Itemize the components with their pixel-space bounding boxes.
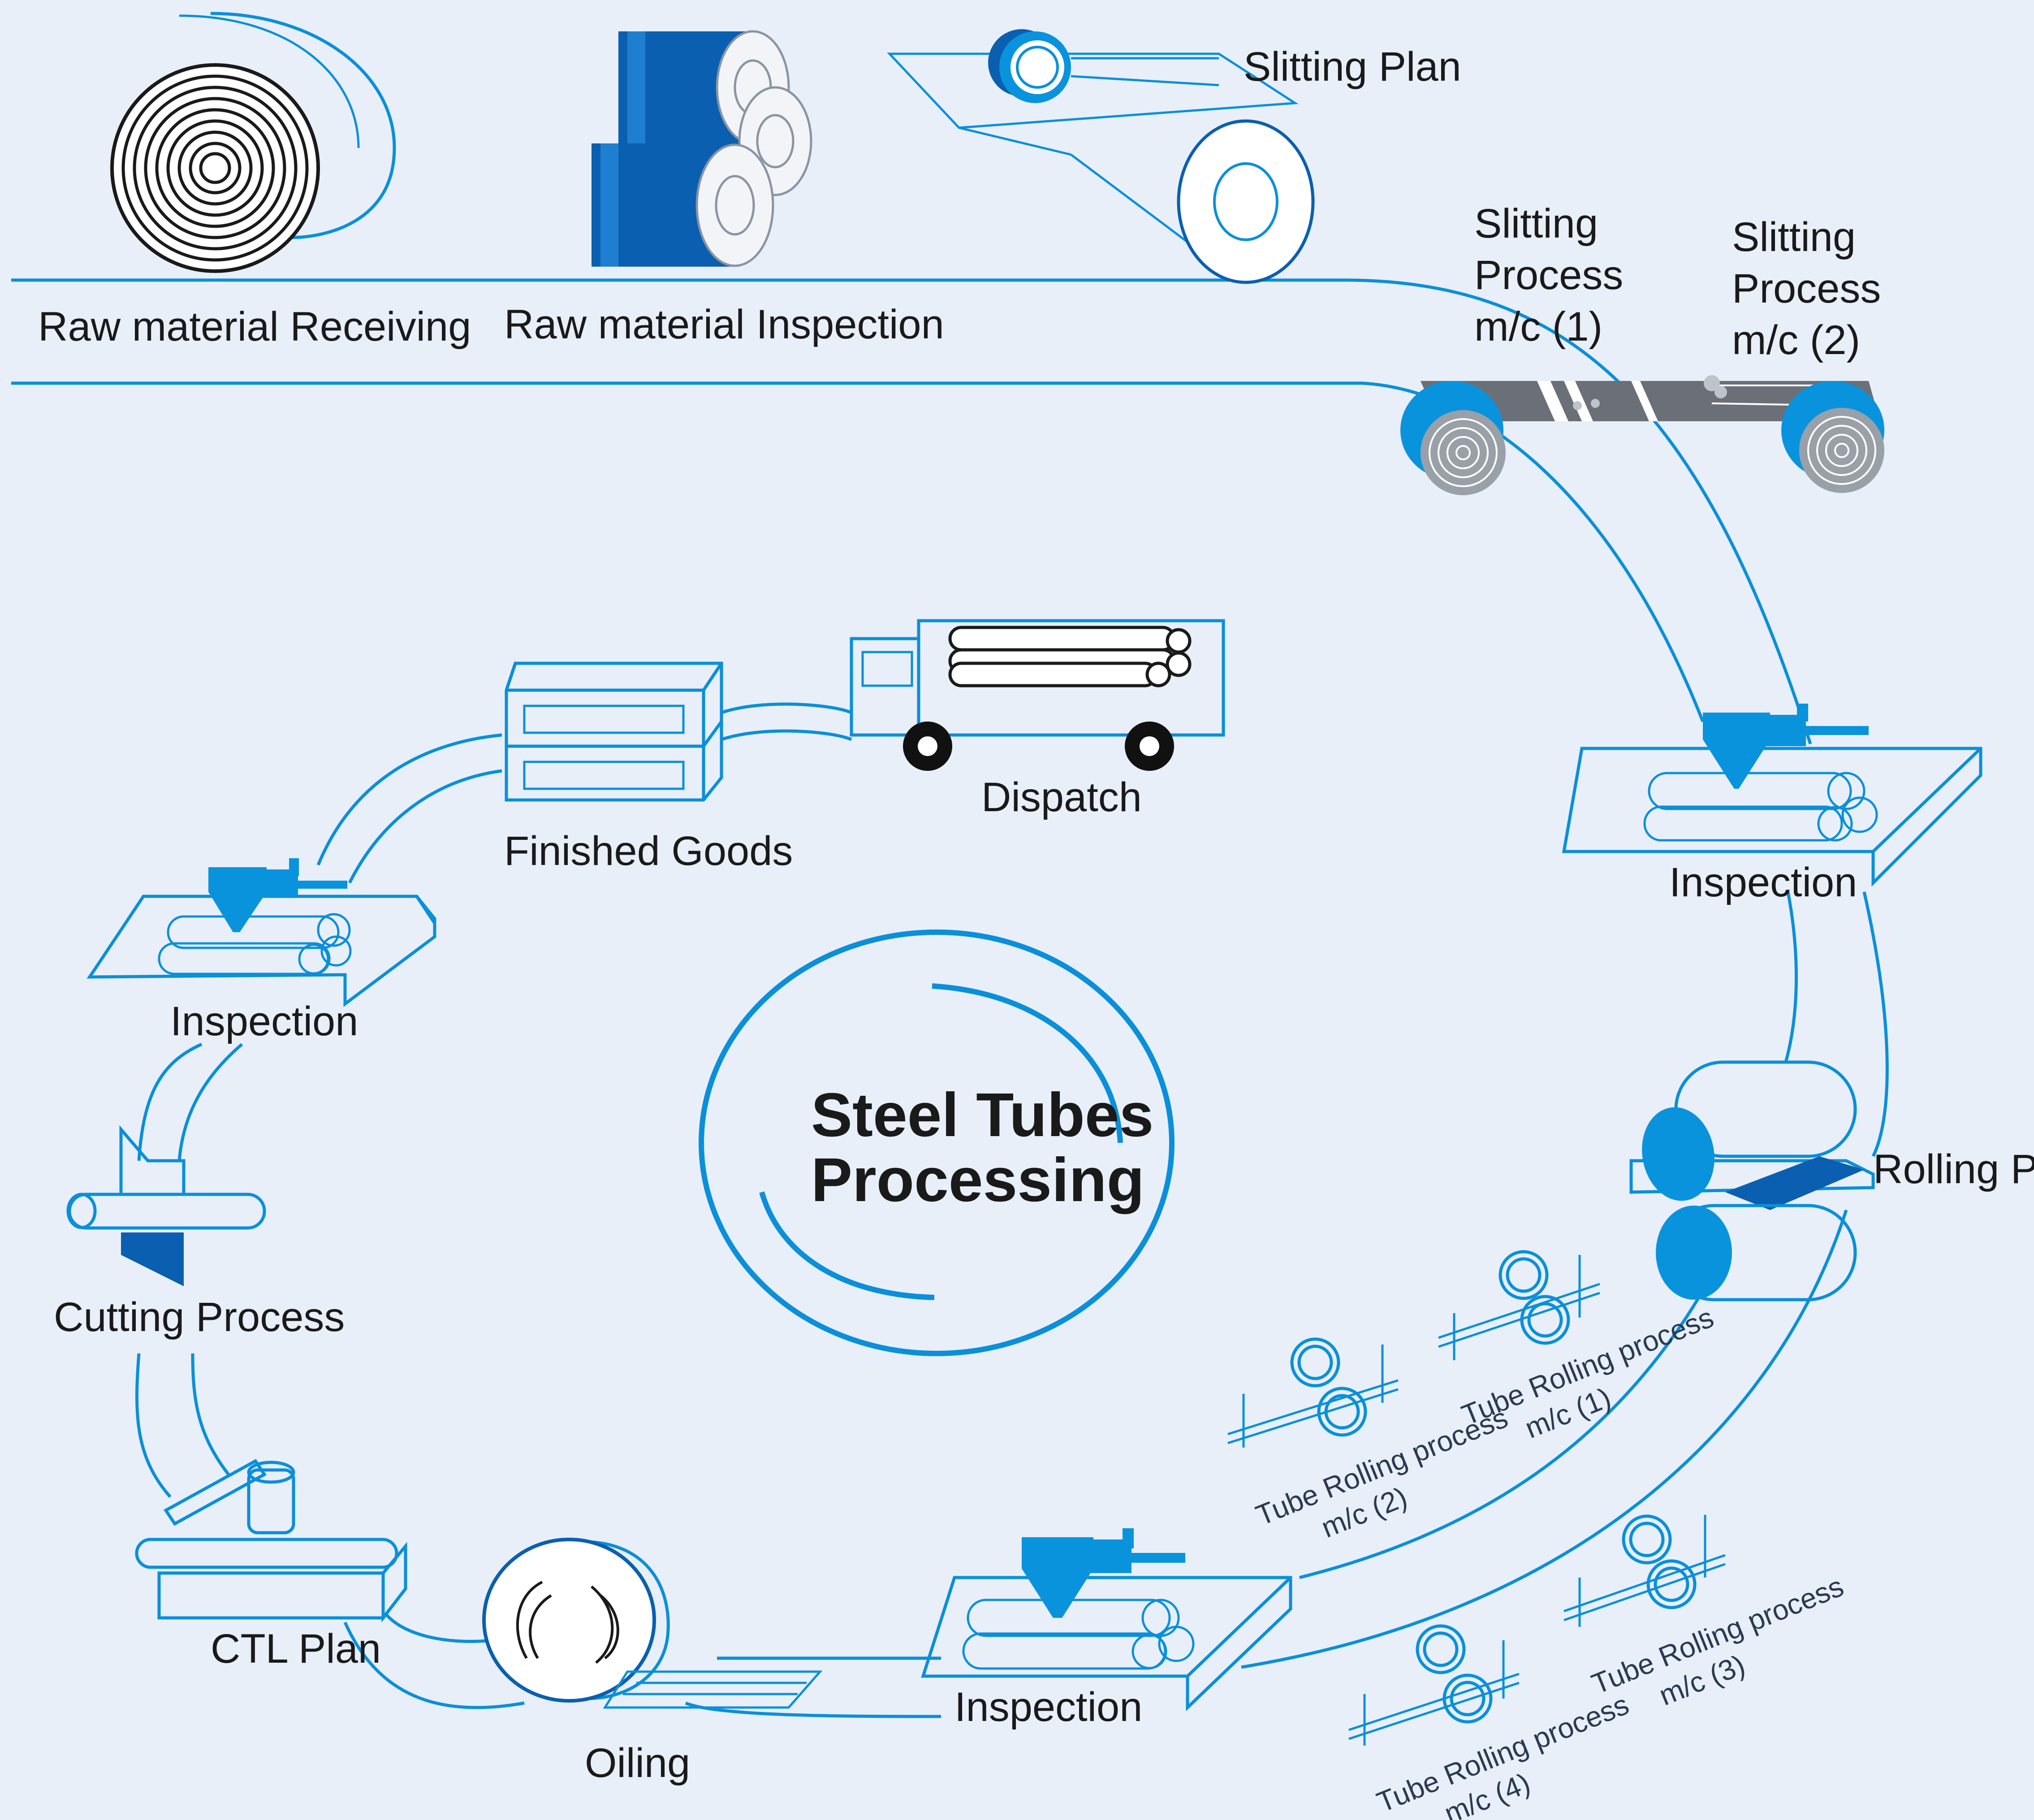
- flow-line-fg-a: [316, 733, 502, 866]
- label-raw-inspection: Raw material Inspection: [504, 302, 944, 347]
- title-line-2: Processing: [811, 1146, 1144, 1215]
- label-raw-receiving: Raw material Receiving: [38, 304, 471, 350]
- flow-line-left-a: [137, 1042, 203, 1161]
- slitting-machines-icon: [1400, 375, 1884, 495]
- raw-receiving-coil-icon: [110, 12, 396, 273]
- label-inspection-bottom: Inspection: [954, 1684, 1142, 1730]
- flow-line-dispatch-a: [721, 702, 852, 714]
- svg-text:Slitting: Slitting: [1732, 214, 1856, 260]
- label-inspection-right: Inspection: [1669, 860, 1857, 905]
- tube-rolling-1-icon: [1438, 1250, 1600, 1360]
- svg-text:m/c (1): m/c (1): [1474, 304, 1602, 350]
- title-arc-top: [932, 983, 1123, 1143]
- flow-line-rolling-outer: [1241, 1209, 1848, 1669]
- label-tube-rolling-2: Tube Rolling process m/c (2): [1252, 1401, 1512, 1544]
- label-finished-goods: Finished Goods: [504, 828, 793, 874]
- flow-line-right-inner: [1784, 891, 1798, 1063]
- title-line-1: Steel Tubes: [811, 1081, 1153, 1150]
- inspection-left-icon: [86, 858, 436, 1007]
- tube-rolling-2-icon: [1227, 1337, 1399, 1448]
- flow-line-ctl-b: [343, 1621, 525, 1709]
- flow-line-left-b: [177, 1043, 243, 1161]
- flow-line-right-outer: [1862, 891, 1889, 1157]
- raw-inspection-coils-icon: [592, 30, 812, 267]
- flow-line-ctl-a: [384, 1612, 493, 1643]
- tube-rolling-4-icon: [1348, 1624, 1520, 1746]
- flow-line-bottom: [11, 381, 1705, 722]
- cutting-process-icon: [66, 1125, 266, 1286]
- dispatch-truck-icon: [850, 619, 1225, 771]
- label-slitting-plan: Slitting Plan: [1244, 44, 1461, 90]
- label-tube-rolling-1: Tube Rolling process m/c (1): [1457, 1301, 1718, 1444]
- inspection-right-icon: [1562, 704, 1982, 887]
- flow-line-bottom-b: [685, 1701, 941, 1718]
- svg-text:Process: Process: [1474, 252, 1623, 298]
- tube-rolling-3-icon: [1563, 1514, 1726, 1627]
- svg-text:Process: Process: [1732, 266, 1881, 311]
- slitting-plan-icon: [887, 29, 1315, 284]
- label-dispatch: Dispatch: [981, 774, 1142, 820]
- ctl-plan-icon: [135, 1459, 407, 1623]
- label-oiling: Oiling: [585, 1740, 690, 1786]
- oiling-icon: [482, 1538, 823, 1709]
- flow-line-cutting-b: [191, 1353, 230, 1476]
- label-slitting-2: Slitting Process m/c (2): [1732, 214, 1881, 363]
- center-title-group: Steel Tubes Processing: [699, 929, 1175, 1356]
- rolling-plan-icon: [1629, 1060, 1875, 1301]
- label-inspection-left: Inspection: [170, 999, 358, 1044]
- flow-paths: [11, 278, 1889, 1718]
- svg-text:Slitting: Slitting: [1474, 201, 1598, 246]
- flow-line-rolling-inner: [1299, 1290, 1705, 1579]
- title-arc-bottom: [759, 1191, 935, 1300]
- flow-line-dispatch-b: [721, 729, 852, 741]
- flow-line-cutting-a: [135, 1353, 172, 1498]
- label-cutting-process: Cutting Process: [54, 1294, 345, 1340]
- flow-line-fg-b: [348, 769, 502, 884]
- label-rolling-plan: Rolling Plan: [1873, 1146, 2034, 1192]
- inspection-bottom-icon: [921, 1528, 1292, 1712]
- svg-text:m/c (2): m/c (2): [1732, 317, 1860, 363]
- title-ring: [699, 929, 1175, 1356]
- label-slitting-1: Slitting Process m/c (1): [1474, 201, 1623, 350]
- finished-goods-icon: [505, 661, 723, 802]
- flow-line-top: [11, 278, 1812, 745]
- label-ctl-plan: CTL Plan: [211, 1626, 381, 1672]
